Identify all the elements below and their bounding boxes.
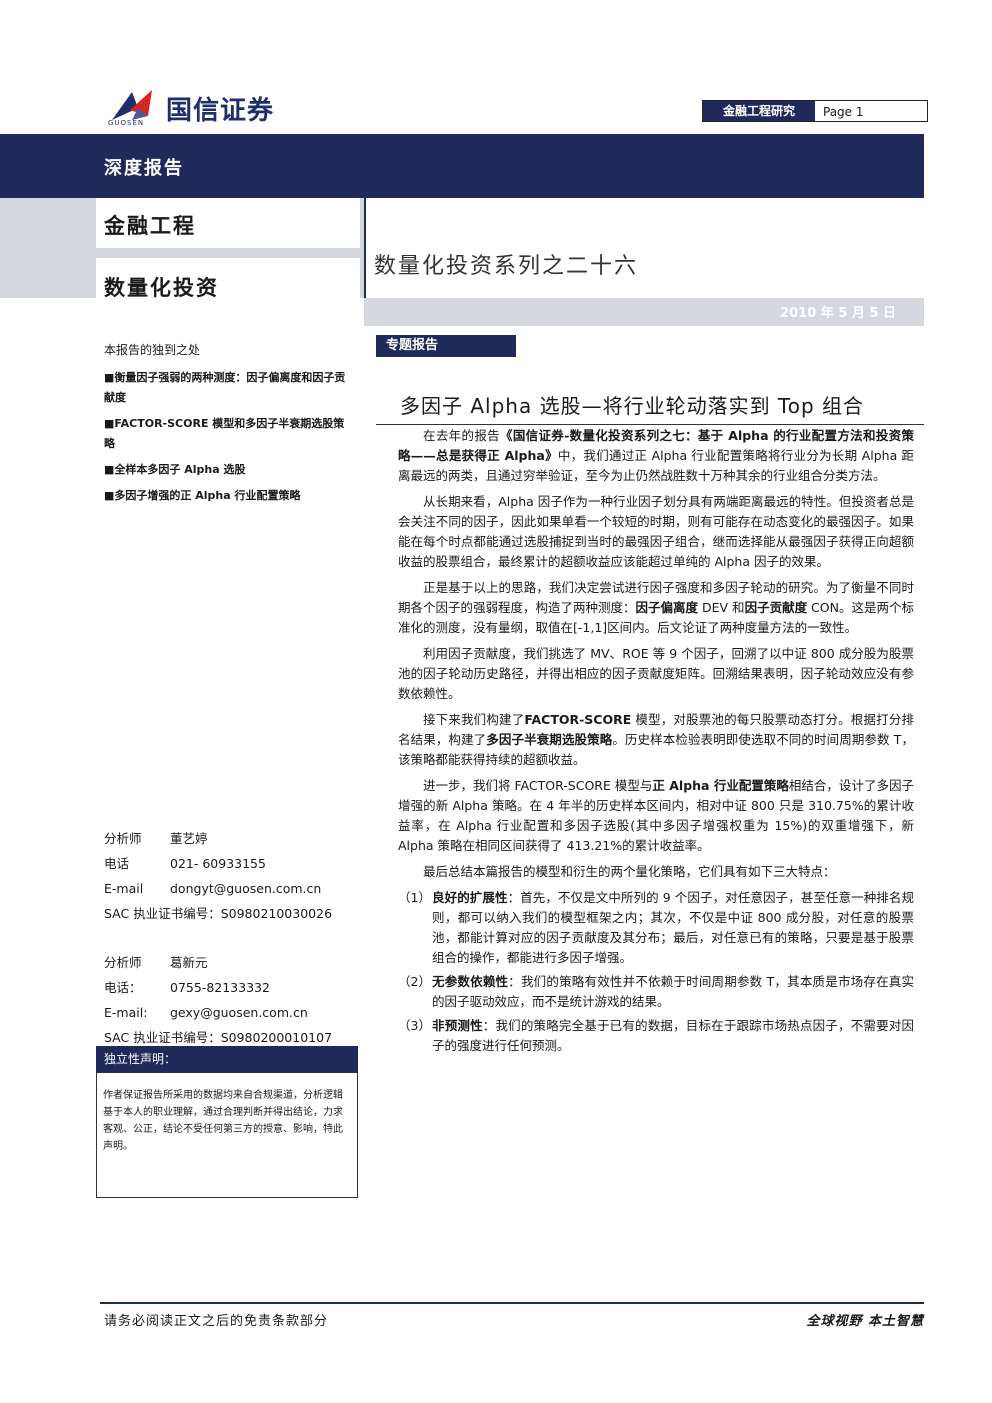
series-title: 数量化投资系列之二十六 — [374, 254, 639, 279]
footer-notice: 请务必阅读正文之后的免责条款部分 — [104, 1314, 329, 1329]
paragraph-7: 最后总结本篇报告的模型和衍生的两个量化策略，它们具有如下三大特点： — [423, 864, 836, 879]
logo-mark-light — [132, 108, 148, 120]
highlights-heading: 本报告的独到之处 — [104, 343, 201, 357]
paragraph-5: 接下来我们构建了FACTOR-SCORE 模型，对股票池的每只股票动态打分。根据… — [398, 712, 914, 767]
guosen-logo — [112, 90, 152, 120]
analyst-email-row: E-mail:gexy@guosen.com.cn — [104, 1000, 360, 1025]
feature-list: （1）良好的扩展性：首先，不仅是文中所列的 9 个因子，对任意因子，甚至任意一种… — [398, 888, 914, 1056]
title-band — [0, 134, 924, 198]
subcategory-title: 数量化投资 — [104, 276, 219, 300]
list-item: （1）良好的扩展性：首先，不仅是文中所列的 9 个因子，对任意因子，甚至任意一种… — [398, 890, 914, 965]
analyst-sac-row: SAC 执业证书编号：S0980200010107 — [104, 1030, 333, 1045]
highlight-item: ■全样本多因子 Alpha 选股 — [104, 463, 246, 476]
list-item: （2）无参数依赖性：我们的策略有效性并不依赖于时间周期参数 T，其本质是市场存在… — [398, 974, 914, 1009]
logo-text: 国信证券 — [166, 96, 275, 126]
email-link[interactable]: dongyt@guosen.com.cn — [170, 881, 322, 896]
panel-divider — [364, 198, 366, 298]
logo-mark-blue — [112, 92, 138, 120]
body-text: 在去年的报告《国信证券-数量化投资系列之七：基于 Alpha 的行业配置方法和投… — [398, 426, 914, 1062]
analyst-name-row: 分析师董艺婷 — [104, 831, 208, 846]
report-type: 深度报告 — [104, 158, 184, 179]
panel-subcategory — [96, 258, 360, 298]
highlight-item: ■多因子增强的正 Alpha 行业配置策略 — [104, 489, 301, 502]
paragraph-6: 进一步，我们将 FACTOR-SCORE 模型与正 Alpha 行业配置策略相结… — [398, 778, 914, 853]
disclaimer-heading: 独立性声明： — [96, 1046, 358, 1072]
paragraph-1: 在去年的报告《国信证券-数量化投资系列之七：基于 Alpha 的行业配置方法和投… — [398, 428, 915, 483]
paragraph-4: 利用因子贡献度，我们挑选了 MV、ROE 等 9 个因子，回溯了以中证 800 … — [398, 646, 914, 701]
disclaimer-text: 作者保证报告所采用的数据均来自合规渠道，分析逻辑基于本人的职业理解，通过合理判断… — [96, 1072, 358, 1198]
header-box: 金融工程研究 Page 1 — [702, 100, 928, 122]
paragraph-2: 从长期来看，Alpha 因子作为一种行业因子划分具有两端距离最远的特性。但投资者… — [398, 494, 914, 569]
department-label: 金融工程研究 — [703, 101, 815, 121]
analyst-name-row: 分析师葛新元 — [104, 955, 208, 970]
analyst-sac-row: SAC 执业证书编号：S0980210030026 — [104, 906, 333, 921]
highlight-item: ■衡量因子强弱的两种测度：因子偏离度和因子贡献度 — [104, 371, 346, 404]
analyst-phone-row: 电话：0755-82133332 — [104, 980, 270, 995]
date-band — [364, 298, 924, 326]
highlight-item: ■FACTOR-SCORE 模型和多因子半衰期选股策略 — [104, 417, 345, 450]
panel-category — [96, 198, 360, 248]
report-date: 2010 年 5 月 5 日 — [780, 306, 896, 321]
footer-slogan: 全球视野 本土智慧 — [806, 1314, 924, 1329]
main-title: 多因子 Alpha 选股—将行业轮动落实到 Top 组合 — [400, 394, 865, 418]
highlights: 本报告的独到之处 ■衡量因子强弱的两种测度：因子偏离度和因子贡献度 ■FACTO… — [104, 340, 354, 512]
title-rule — [376, 424, 924, 425]
paragraph-3: 正是基于以上的思路，我们决定尝试进行因子强度和多因子轮动的研究。为了衡量不同时期… — [398, 580, 914, 635]
category-title: 金融工程 — [104, 214, 196, 238]
topic-tag: 专题报告 — [376, 335, 516, 357]
footer-rule — [100, 1302, 924, 1304]
logo-sub: GUOSEN — [108, 119, 145, 127]
page-number: Page 1 — [823, 105, 864, 119]
list-item: （3）非预测性：我们的策略完全基于已有的数据，目标在于跟踪市场热点因子，不需要对… — [398, 1018, 914, 1053]
email-link[interactable]: gexy@guosen.com.cn — [170, 1005, 308, 1020]
logo-mark-red — [130, 90, 152, 116]
